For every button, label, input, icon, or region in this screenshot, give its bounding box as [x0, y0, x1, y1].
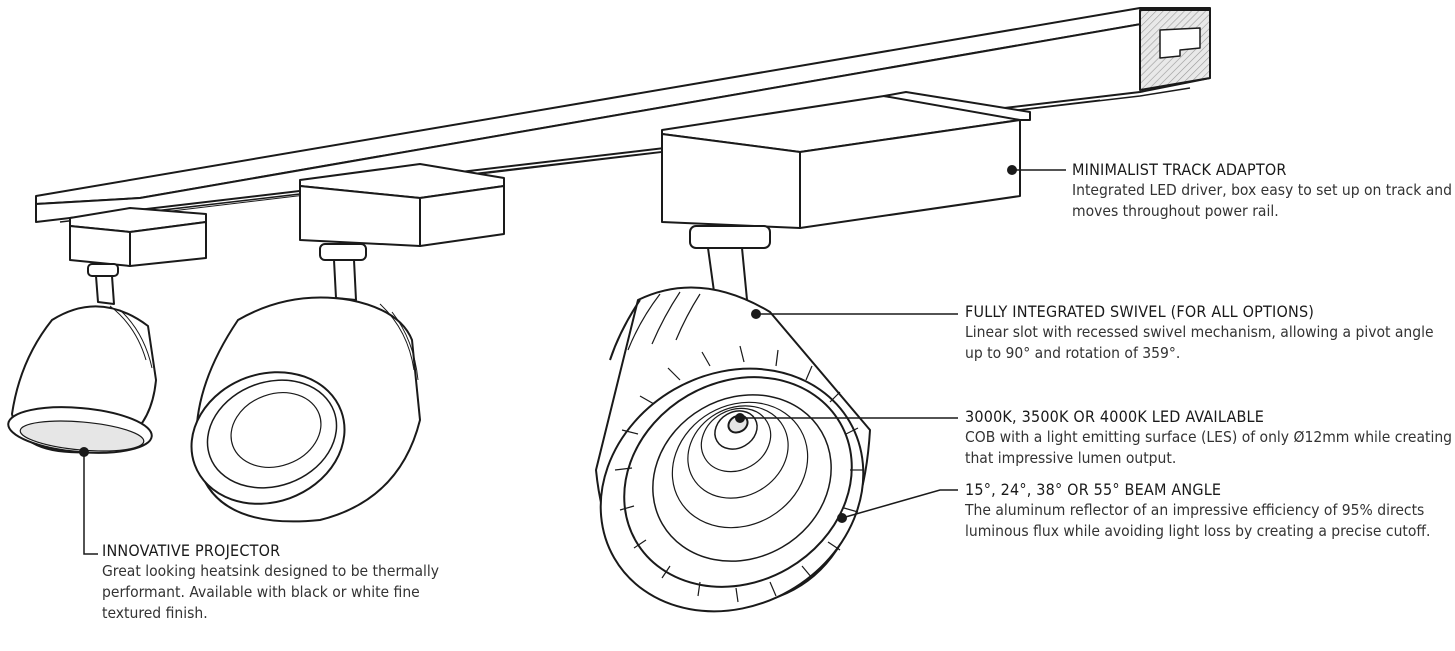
leader-lines: [83, 169, 1066, 555]
callout-body: COB with a light emitting surface (LES) …: [965, 428, 1453, 467]
callout-led: 3000K, 3500K OR 4000K LED AVAILABLE COB …: [965, 407, 1453, 469]
large-fixture-front: [599, 345, 865, 613]
callout-body: Integrated LED driver, box easy to set u…: [1072, 181, 1452, 220]
callout-beam-angle: 15°, 24°, 38° OR 55° BEAM ANGLE The alum…: [965, 480, 1453, 542]
callout-title: 3000K, 3500K OR 4000K LED AVAILABLE: [965, 407, 1265, 426]
callout-swivel: FULLY INTEGRATED SWIVEL (FOR ALL OPTIONS…: [965, 302, 1453, 364]
callout-title: 15°, 24°, 38° OR 55° BEAM ANGLE: [965, 480, 1222, 499]
callout-title: INNOVATIVE PROJECTOR: [102, 541, 281, 560]
leader-beam: [841, 489, 958, 519]
large-fixture: [595, 91, 1031, 613]
callout-body: Linear slot with recessed swivel mechani…: [965, 323, 1434, 362]
callout-title: MINIMALIST TRACK ADAPTOR: [1072, 160, 1287, 179]
track-rail: [35, 7, 1211, 223]
track-adaptor-box: [661, 91, 1031, 229]
callout-body: Great looking heatsink designed to be th…: [102, 562, 440, 622]
callout-body: The aluminum reflector of an impressive …: [965, 501, 1431, 540]
small-fixture: [7, 207, 207, 454]
callout-track-adaptor: MINIMALIST TRACK ADAPTOR Integrated LED …: [1072, 160, 1452, 222]
leader-dots: [79, 165, 1017, 523]
callout-projector: INNOVATIVE PROJECTOR Great looking heats…: [102, 541, 462, 624]
medium-fixture: [190, 163, 505, 523]
leader-projector: [83, 452, 98, 555]
callout-title: FULLY INTEGRATED SWIVEL (FOR ALL OPTIONS…: [965, 302, 1315, 321]
